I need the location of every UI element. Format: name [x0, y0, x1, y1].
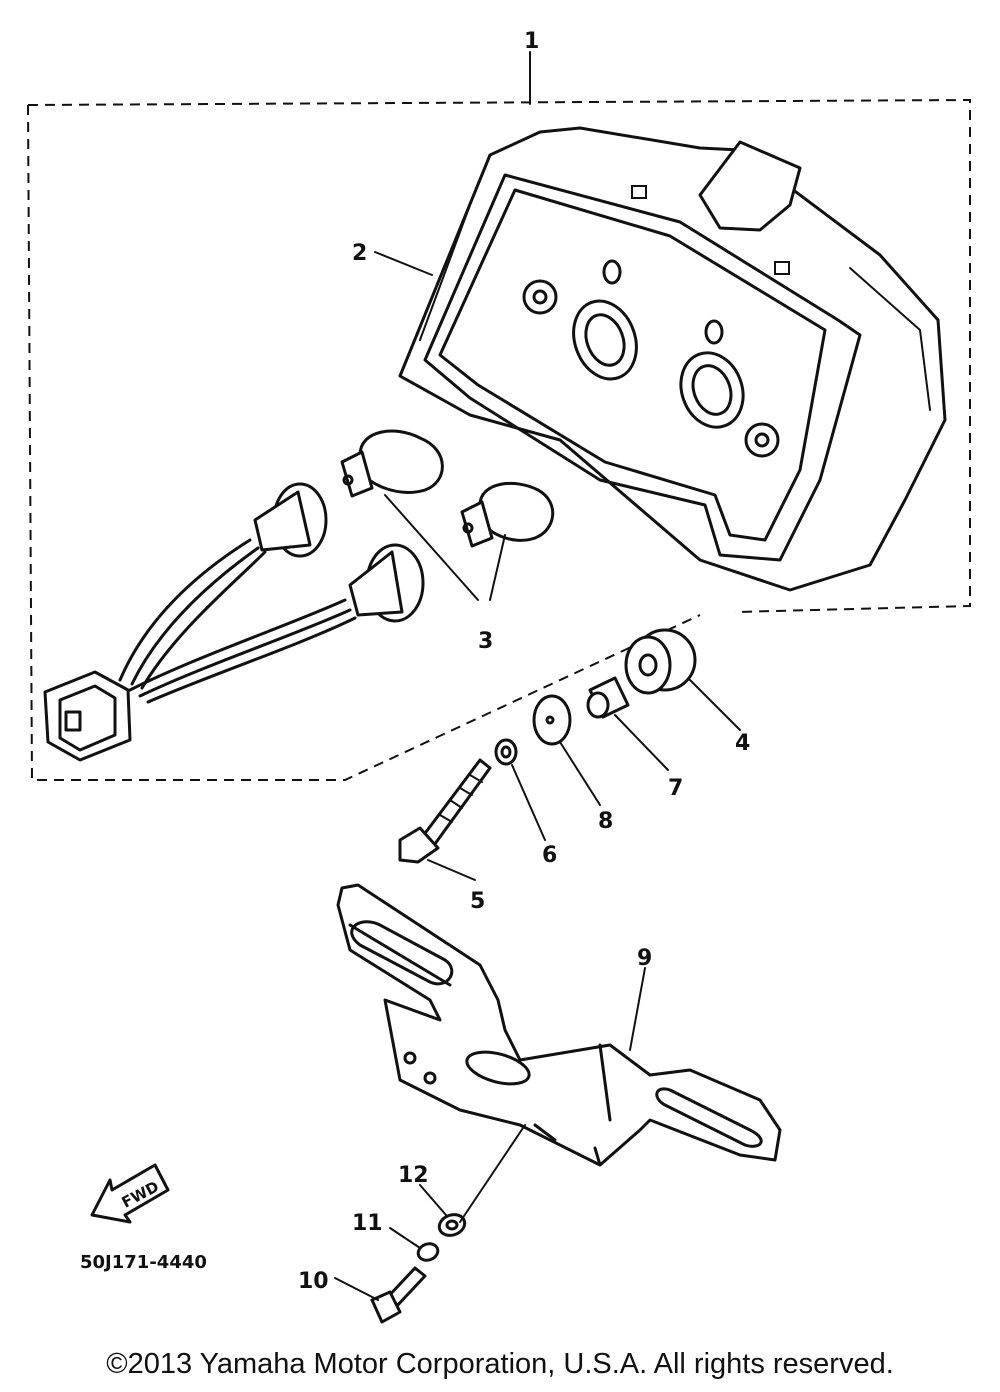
tail-lamp-housing — [398, 126, 947, 592]
leader-2 — [374, 251, 433, 276]
leader-3 — [384, 494, 506, 601]
callout-11: 11 — [352, 1211, 383, 1236]
leader-6 — [511, 764, 546, 841]
license-bracket — [336, 883, 782, 1167]
collar — [586, 676, 630, 719]
assembly-boundary — [27, 98, 971, 781]
leader-5 — [427, 859, 476, 881]
wiring-harness — [43, 482, 425, 762]
bolt — [398, 758, 492, 864]
callout-9: 9 — [637, 946, 652, 971]
leader-9 — [629, 967, 646, 1051]
leader-7 — [614, 714, 669, 771]
callout-2: 2 — [352, 241, 367, 266]
exploded-parts-diagram: FWD 1 2 3 4 5 6 7 8 9 10 11 12 50J171-44… — [27, 29, 971, 1324]
nut — [494, 738, 518, 766]
lock-washer — [416, 1242, 440, 1262]
leader-10 — [334, 1277, 379, 1301]
copyright-notice: ©2013 Yamaha Motor Corporation, U.S.A. A… — [106, 1348, 894, 1380]
callout-10: 10 — [298, 1269, 329, 1294]
grommet — [624, 628, 697, 695]
washer — [532, 694, 572, 746]
callout-6: 6 — [542, 843, 557, 868]
bulb-lower — [460, 481, 555, 548]
leader-12 — [419, 1124, 526, 1223]
leader-11 — [389, 1227, 421, 1249]
callout-8: 8 — [598, 809, 613, 834]
callout-1: 1 — [524, 29, 539, 54]
diagram-part-code: 50J171-4440 — [80, 1252, 207, 1273]
callout-12: 12 — [398, 1163, 429, 1188]
callout-3: 3 — [478, 629, 493, 654]
leader-4 — [689, 679, 741, 731]
callout-4: 4 — [735, 731, 750, 756]
fwd-arrow-icon: FWD — [90, 1163, 170, 1224]
callout-5: 5 — [470, 889, 485, 914]
screw — [370, 1266, 427, 1324]
leader-8 — [559, 741, 601, 806]
callout-7: 7 — [668, 776, 683, 801]
bulb-upper — [340, 429, 444, 498]
washer-small — [437, 1213, 467, 1237]
